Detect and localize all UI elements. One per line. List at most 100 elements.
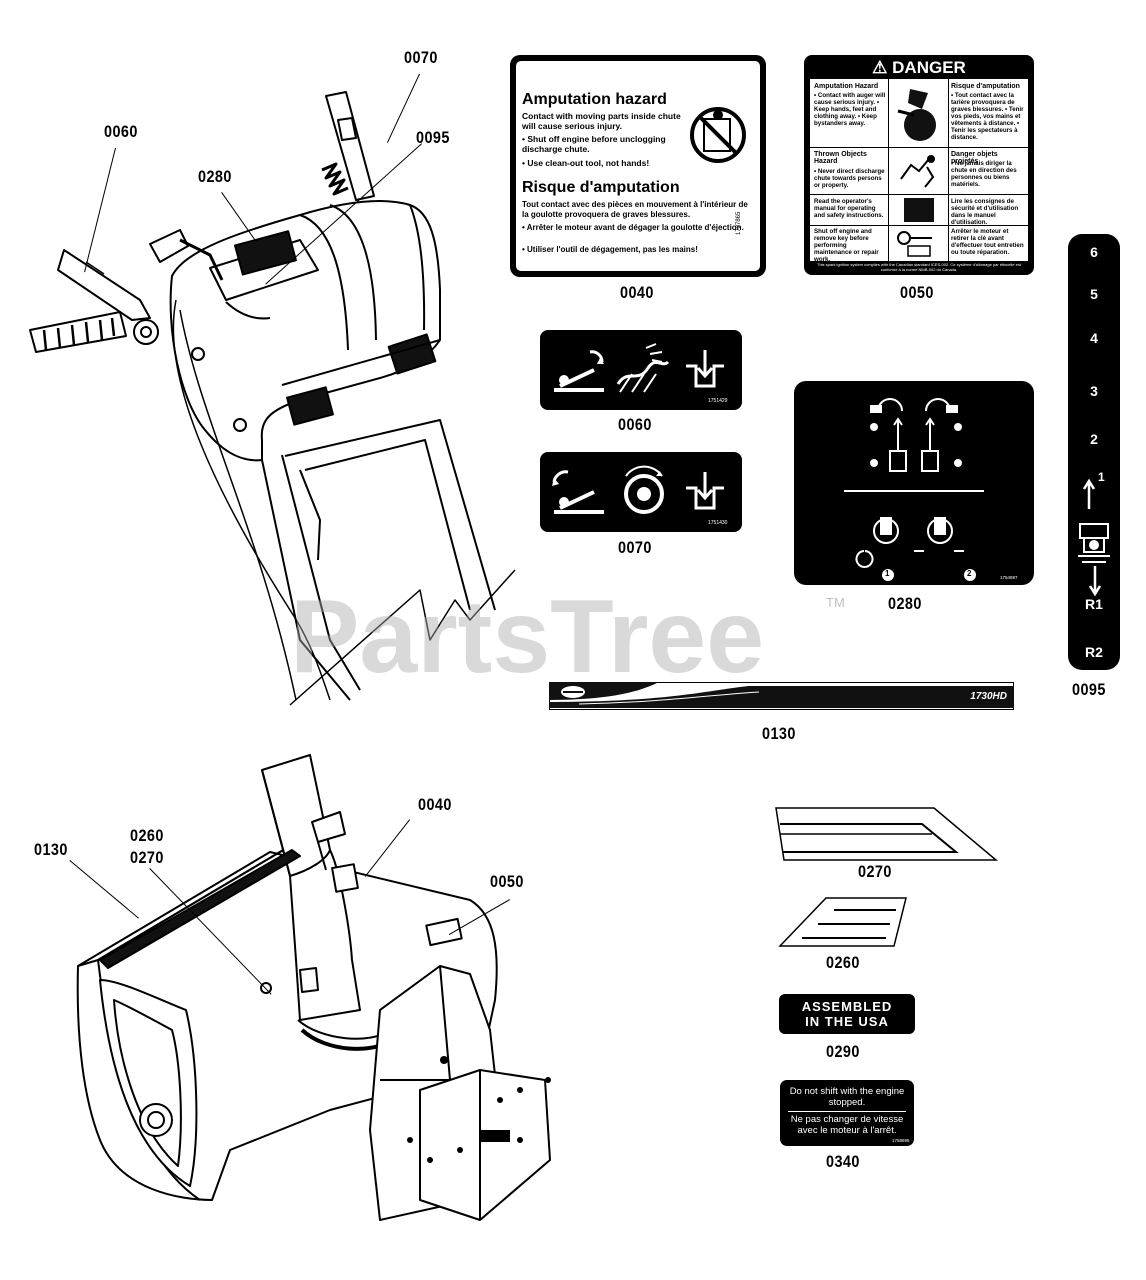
grid-line [810,194,1028,195]
amputation-bullet2-en: • Use clean-out tool, not hands! [522,158,650,168]
forward-arrow-icon [1082,478,1096,509]
chute-control-decal-0280: 1 2 1754897 [794,381,1034,585]
shift-warning-decal-0340: Do not shift with the engine stopped. Ne… [780,1080,914,1146]
gear-6: 6 [1090,244,1098,260]
reflective-stripe-decal-0270 [775,807,999,861]
stripe-graphic [549,682,1014,708]
r2-fr-title: Danger objets projetés [951,151,998,165]
r4-en: Shut off engine and remove key before pe… [814,228,879,263]
drive-lever-icon [552,470,604,514]
danger-decal-0050: ⚠ DANGER Amputation Hazard • Contact wit… [804,55,1034,275]
shift-warning-en: Do not shift with the engine stopped. [789,1086,905,1108]
model-number: 1730HD [970,691,1007,702]
r3-fr: Lire les consignes de sécurité et d'util… [951,198,1019,226]
callout-0070: 0070 [404,48,438,67]
chute-control-instructions-icon [844,398,984,581]
auger-rotating-icon [616,343,670,393]
part-number: 1758695 [892,1138,910,1143]
gear-2: 2 [1090,431,1098,447]
auger-control-decal-0060: 1751429 [540,330,742,410]
reverse-arrow-icon [1088,566,1102,597]
callout-0050: 0050 [900,283,934,302]
thrown-objects-icon [900,155,935,188]
amputation-body-fr: Tout contact avec des pièces en mouvemen… [522,200,748,219]
callout-0095-decal: 0095 [1072,680,1106,699]
snowthrower-operator-icon [1078,523,1110,563]
shift-warning-fr: Ne pas changer de vitesse avec le moteur… [790,1114,904,1136]
callout-0290-decal: 0290 [826,1042,860,1061]
grid-line [948,79,949,261]
drive-control-decal-0070: 1751430 [540,452,742,532]
auger-lever-icon [554,350,604,392]
assembled-usa-decal-0290: ASSEMBLED IN THE USA [779,994,915,1034]
reverse-r2: R2 [1085,644,1103,660]
amputation-title-en: Amputation hazard [522,91,667,108]
auger-hazard-icon [890,81,948,147]
callout-0260: 0260 [130,826,164,845]
gear-1: 1 [1098,470,1105,484]
amputation-title-fr: Risque d'amputation [522,179,680,196]
r2-en-body: • Never direct discharge chute towards p… [814,168,885,189]
callout-0060-decal: 0060 [618,415,652,434]
callout-0270: 0270 [130,848,164,867]
r1-fr-title: Risque d'amputation [951,83,1020,90]
danger-decal-0040: ⚠ DANGER Amputation hazard Contact with … [510,55,766,277]
part-number: 1754897 [1000,575,1018,580]
r2-fr-body: • Ne jamais diriger la chute en directio… [951,160,1017,188]
engage-down-arrow-icon [686,472,724,510]
amputation-bullet2-fr: • Utiliser l'outil de dégagement, pas le… [522,245,698,254]
gear-4: 4 [1090,330,1098,346]
step-number-2: 2 [967,569,972,578]
grid-line [888,79,889,261]
danger-decal-0040-inner [515,60,761,272]
wheel-rotating-icon [624,465,664,514]
divider [788,1111,906,1112]
r4-fr: Arrêter le moteur et retirer la clé avan… [951,228,1024,256]
callout-0040: 0040 [418,795,452,814]
step-number-1: 1 [885,569,890,578]
gear-3: 3 [1090,383,1098,399]
part-number: 1737865 [736,211,742,235]
r3-en: Read the operator's manual for operating… [814,198,884,219]
manual-book-icon [904,198,934,222]
r2-en-title: Thrown Objects Hazard [814,151,867,165]
reverse-r1: R1 [1085,596,1103,612]
grid-line [810,147,1028,148]
part-number: 1751429 [708,398,728,404]
reflective-stripe-decal-0260 [778,897,907,947]
r1-fr-body: • Tout contact avec la tarière provoquer… [951,92,1024,141]
auger-housing-drawing [76,754,551,1221]
in-the-usa-text: IN THE USA [805,1014,889,1029]
callout-0280: 0280 [198,167,232,186]
decal-footer: This spark ignition system complies with… [817,262,1021,272]
callout-0060: 0060 [104,122,138,141]
model-stripe-decal-0130: 1730HD [549,682,1014,710]
remove-key-icon [897,231,932,257]
callout-0130-decal: 0130 [762,724,796,743]
callout-0260-decal: 0260 [826,953,860,972]
callout-0270-decal: 0270 [858,862,892,881]
engage-down-arrow-icon [686,350,724,388]
part-number: 1751430 [708,520,728,526]
warning-triangle-icon: ⚠ [576,65,594,87]
danger-header: ⚠ DANGER [872,58,966,77]
watermark-tm: TM [826,595,845,610]
callout-0280-decal: 0280 [888,594,922,613]
watermark: PartsTree [290,579,765,695]
danger-header: ⚠ DANGER [576,61,700,87]
warning-triangle-icon: ⚠ [872,58,888,77]
callout-0040: 0040 [620,283,654,302]
grid-line [810,225,1028,226]
callout-0050: 0050 [490,872,524,891]
gear-5: 5 [1090,286,1098,302]
assembled-text: ASSEMBLED [801,999,893,1014]
callout-0095: 0095 [416,128,450,147]
r1-en-body: • Contact with auger will cause serious … [814,92,886,127]
dashboard-assembly-drawing [29,91,516,706]
shift-pattern-decal-0095: 6 5 4 3 2 1 R1 R2 [1068,234,1120,670]
callout-0340-decal: 0340 [826,1152,860,1171]
callout-0070-decal: 0070 [618,538,652,557]
amputation-body-en: Contact with moving parts inside chute w… [522,111,681,131]
amputation-bullet1-en: • Shut off engine before unclogging disc… [522,134,666,154]
callout-0130: 0130 [34,840,68,859]
